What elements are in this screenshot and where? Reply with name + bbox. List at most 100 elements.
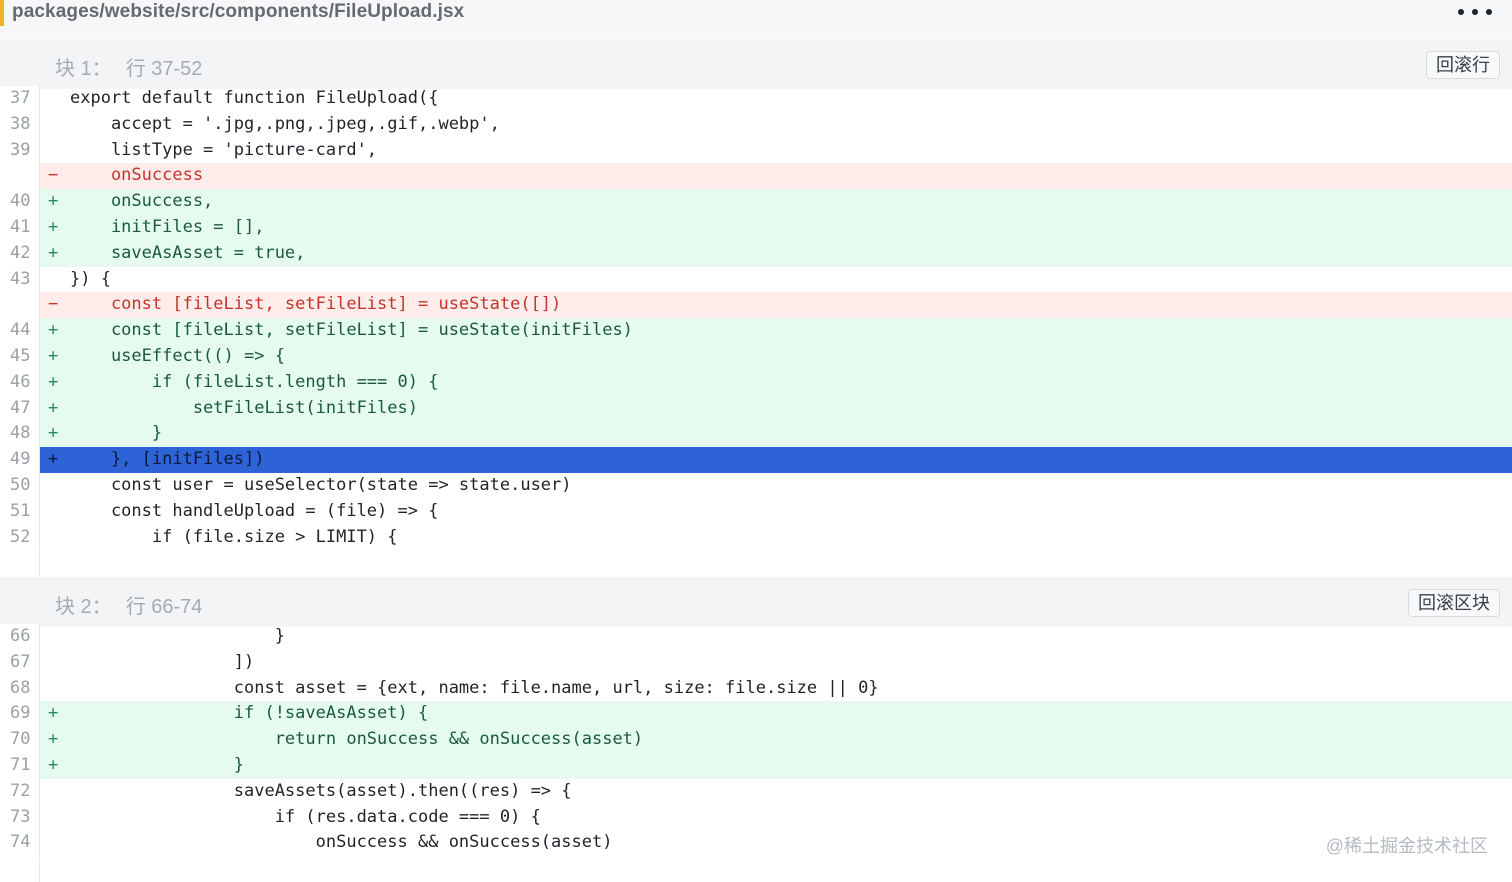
line-number: 48 [0,421,40,448]
added-line[interactable]: 71+ } [0,752,1512,779]
code-text: } [70,626,285,646]
code-text: const handleUpload = (file) => { [70,500,439,521]
code-text: } [70,754,244,775]
context-line[interactable]: 52 if (file.size > LIMIT) { [0,524,1512,551]
line-number: 74 [0,830,40,857]
hunk-body-2: 66 }67 ])68 const asset = {ext, name: fi… [0,624,1512,857]
line-number: 68 [0,675,40,702]
code-text: saveAssets(asset).then((res) => { [70,780,572,801]
code-text: onSuccess, [70,191,214,212]
context-line[interactable]: 68 const asset = {ext, name: file.name, … [0,675,1512,702]
code-text: listType = 'picture-card', [70,139,378,160]
file-accent-bar [0,0,4,26]
diff-marker: − [48,294,59,315]
diff-marker: + [48,345,59,366]
diff-marker: + [48,216,59,237]
diff-marker: + [48,371,59,392]
file-path: packages/website/src/components/FileUplo… [12,1,465,22]
diff-marker: + [48,397,59,418]
code-text: useEffect(() => { [70,345,285,366]
line-number: 40 [0,189,40,215]
diff-marker: + [48,703,59,724]
code-text: onSuccess && onSuccess(asset) [70,832,613,853]
code-text: ]) [70,651,255,672]
file-header: packages/website/src/components/FileUplo… [0,0,1512,38]
context-line[interactable]: 50 const user = useSelector(state => sta… [0,472,1512,499]
gutter-filler [0,857,40,882]
more-horizontal-icon[interactable] [1458,4,1492,20]
hunk-label: 块 1： [55,58,112,80]
code-text: const asset = {ext, name: file.name, url… [70,677,879,698]
removed-line[interactable]: − onSuccess [0,163,1512,190]
context-line[interactable]: 67 ]) [0,649,1512,676]
more-dot [1486,9,1492,15]
added-line[interactable]: 44+ const [fileList, setFileList] = useS… [0,318,1512,344]
line-number: 42 [0,240,40,267]
line-number: 41 [0,214,40,241]
line-number: 73 [0,804,40,831]
diff-marker: + [48,754,59,775]
added-line[interactable]: 69 + if (!saveAsAsset) { [0,701,1512,728]
code-text: accept = '.jpg,.png,.jpeg,.gif,.webp', [70,113,500,134]
hunk-range: 行 66-74 [125,596,203,618]
code-text: }, [initFiles]) [70,449,265,470]
line-number: 52 [0,524,40,551]
code-text: }) { [70,268,111,289]
context-line[interactable]: 38 accept = '.jpg,.png,.jpeg,.gif,.webp'… [0,111,1512,138]
line-number: 43 [0,266,40,293]
line-number: 70 [0,727,40,753]
code-text: if (file.size > LIMIT) { [70,526,398,547]
code-text: if (!saveAsAsset) { [70,703,429,724]
diff-marker: + [48,191,59,212]
context-line[interactable]: 51 const handleUpload = (file) => { [0,498,1512,525]
hunk-title: 块 1： 行 37-52 [55,52,202,81]
removed-line[interactable]: − const [fileList, setFileList] = useSta… [0,292,1512,319]
hunk-header-1: 块 1： 行 37-52 回滚行 [0,39,1512,89]
code-text: setFileList(initFiles) [70,397,418,418]
added-line[interactable]: 47 + setFileList(initFiles) [0,395,1512,422]
watermark: @稀土掘金技术社区 [1325,836,1488,856]
code-text: saveAsAsset = true, [70,242,306,263]
selected-line[interactable]: 49+ }, [initFiles]) [0,447,1512,473]
added-line[interactable]: 46+ if (fileList.length === 0) { [0,369,1512,396]
hunk-header-2: 块 2：行 66-74 回滚区块 [0,577,1512,627]
hunk-title: 块 2：行 66-74 [55,590,202,619]
line-number: 50 [0,472,40,499]
diff-marker: + [48,449,59,470]
diff-marker: + [48,320,59,341]
diff-marker: + [48,729,59,750]
rollback-lines-button[interactable]: 回滚行 [1426,51,1500,79]
line-number: 72 [0,778,40,805]
code-text: const [fileList, setFileList] = useState… [70,320,633,341]
context-line[interactable]: 66 } [0,624,1512,650]
line-number: 67 [0,649,40,676]
line-number: 47 [0,395,40,422]
diff-marker: + [48,423,59,444]
line-number: 45 [0,343,40,370]
line-number [0,163,40,190]
rollback-hunk-button[interactable]: 回滚区块 [1408,589,1500,617]
context-line[interactable]: 74 onSuccess && onSuccess(asset) [0,830,1512,857]
code-text: initFiles = [], [70,216,265,237]
context-line[interactable]: 73 if (res.data.code === 0) { [0,804,1512,831]
added-line[interactable]: 41 + initFiles = [], [0,214,1512,241]
added-line[interactable]: 42+ saveAsAsset = true, [0,240,1512,267]
added-line[interactable]: 45 + useEffect(() => { [0,343,1512,370]
more-dot [1458,9,1464,15]
line-number: 37 [0,86,40,112]
line-number: 39 [0,137,40,164]
context-line[interactable]: 43 }) { [0,266,1512,293]
added-line[interactable]: 40 + onSuccess, [0,189,1512,215]
context-line[interactable]: 72 saveAssets(asset).then((res) => { [0,778,1512,805]
line-number: 38 [0,111,40,138]
context-line[interactable]: 39 listType = 'picture-card', [0,137,1512,164]
hunk-range: 行 37-52 [125,58,203,80]
line-number: 69 [0,701,40,728]
added-line[interactable]: 70 + return onSuccess && onSuccess(asset) [0,727,1512,753]
code-text: if (res.data.code === 0) { [70,806,541,827]
code-text: return onSuccess && onSuccess(asset) [70,729,644,750]
added-line[interactable]: 48 + } [0,421,1512,448]
code-text: } [70,423,163,444]
